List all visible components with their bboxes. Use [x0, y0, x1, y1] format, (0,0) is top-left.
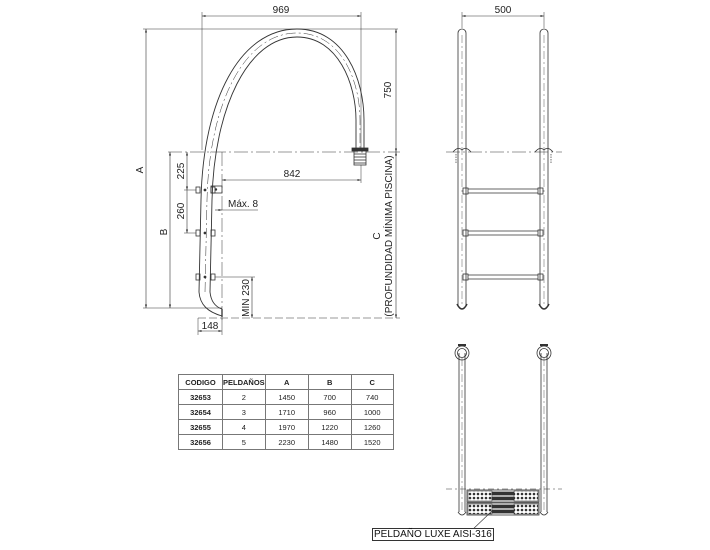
dim-label-c: C [372, 232, 383, 239]
step-treads [466, 489, 540, 516]
anchor-fixture [351, 147, 369, 166]
dim-min-230: MIN 230 [241, 279, 252, 317]
header-peldanos: PELDAÑOS [222, 374, 266, 390]
cell-b: 1220 [307, 419, 352, 435]
cell-codigo: 32655 [178, 419, 223, 435]
cell-c: 1000 [350, 404, 394, 420]
dim-148: 148 [202, 321, 219, 332]
cell-c: 740 [350, 389, 394, 405]
dim-842: 842 [284, 169, 301, 180]
cell-codigo: 32654 [178, 404, 223, 420]
dim-label-a: A [135, 166, 146, 173]
header-codigo: CODIGO [178, 374, 223, 390]
cell-peldanos: 4 [222, 419, 266, 435]
step-material-callout: PELDAÑO LUXE AISI-316 [372, 528, 494, 541]
front-steps [462, 187, 544, 281]
header-b: B [307, 374, 352, 390]
table-row: 32654 3 1710 960 1000 [178, 404, 394, 420]
dim-750: 750 [383, 81, 394, 98]
side-view [143, 12, 400, 335]
dim-225: 225 [176, 162, 187, 179]
header-a: A [264, 374, 309, 390]
cell-peldanos: 3 [222, 404, 266, 420]
cell-a: 2230 [264, 434, 309, 450]
dim-c-note: (PROFUNDIDAD MÍNIMA PISCINA) [382, 155, 395, 316]
cell-a: 1970 [264, 419, 309, 435]
cell-b: 1480 [307, 434, 352, 450]
dim-max-8: Máx. 8 [228, 199, 258, 210]
cell-b: 960 [307, 404, 352, 420]
dim-500: 500 [495, 5, 512, 16]
header-c: C [350, 374, 394, 390]
cell-codigo: 32653 [178, 389, 223, 405]
table-row: 32656 5 2230 1480 1520 [178, 434, 394, 450]
cell-c: 1520 [350, 434, 394, 450]
cell-codigo: 32656 [178, 434, 223, 450]
front-view [446, 12, 562, 310]
top-view [446, 344, 562, 533]
cell-peldanos: 2 [222, 389, 266, 405]
table-row: 32655 4 1970 1220 1260 [178, 419, 394, 435]
cell-c: 1260 [350, 419, 394, 435]
table-row: 32653 2 1450 700 740 [178, 389, 394, 405]
dim-260: 260 [176, 202, 187, 219]
cell-peldanos: 5 [222, 434, 266, 450]
cell-a: 1710 [264, 404, 309, 420]
table-header-row: CODIGO PELDAÑOS A B C [178, 374, 394, 390]
dim-969: 969 [273, 5, 290, 16]
dim-label-b: B [159, 228, 170, 235]
cell-a: 1450 [264, 389, 309, 405]
specification-table: CODIGO PELDAÑOS A B C 32653 2 1450 700 7… [178, 374, 394, 450]
cell-b: 700 [307, 389, 352, 405]
